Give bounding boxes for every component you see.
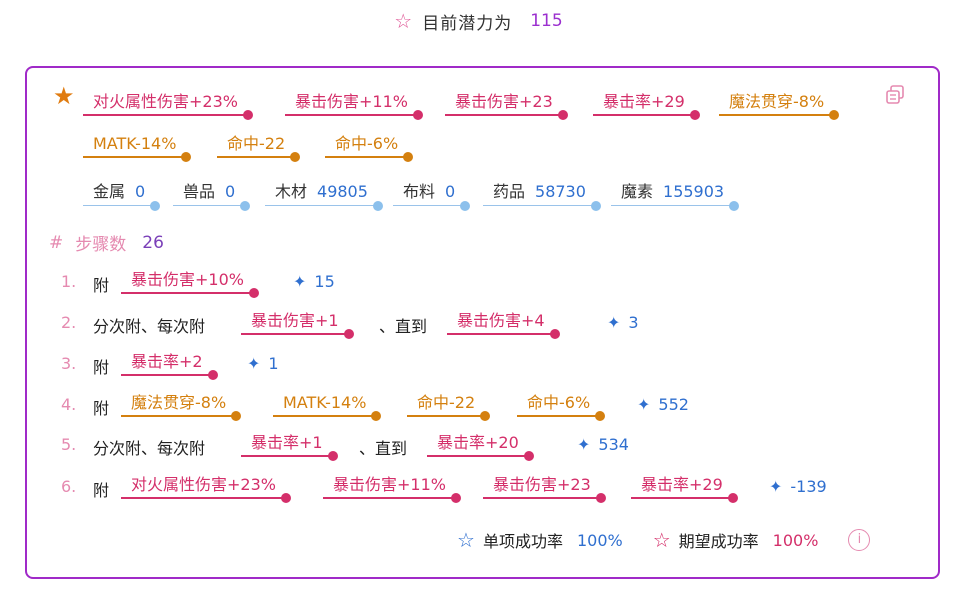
steps-header: # 步骤数 26: [49, 230, 164, 256]
copy-icon[interactable]: [884, 84, 906, 106]
step-tag[interactable]: 魔法贯穿-8%: [121, 391, 242, 421]
star-outline-icon: ☆: [652, 528, 671, 552]
step-index: 2.: [61, 313, 77, 332]
step-index: 3.: [61, 354, 77, 373]
expected-rate-value: 100%: [772, 530, 819, 550]
step-tag[interactable]: MATK-14%: [273, 391, 382, 421]
success-rate-footer: ☆ 单项成功率 100% ☆ 期望成功率 100% i: [457, 528, 871, 552]
step-tag[interactable]: 暴击伤害+4: [447, 309, 560, 339]
target-tag[interactable]: 命中-22: [217, 132, 301, 162]
step-tag[interactable]: 对火属性伤害+23%: [121, 473, 291, 503]
step-action: 附: [93, 399, 110, 418]
star-outline-icon: ☆: [394, 9, 413, 33]
step-tag[interactable]: 暴击率+2: [121, 350, 218, 380]
step-tag[interactable]: 暴击率+1: [241, 431, 338, 461]
step-row: 2. 分次附、每次附 暴击伤害+1 、直到 暴击伤害+4 ✦3: [61, 309, 921, 339]
sparkle-icon: ✦: [247, 354, 261, 373]
single-rate-value: 100%: [576, 530, 623, 550]
step-index: 5.: [61, 435, 77, 454]
filled-star-icon[interactable]: ★: [53, 82, 75, 110]
step-potential: ✦15: [293, 272, 335, 291]
step-tag[interactable]: 暴击率+20: [427, 431, 534, 461]
step-row: 5. 分次附、每次附 暴击率+1 、直到 暴击率+20 ✦534: [61, 431, 921, 461]
step-tag[interactable]: 暴击伤害+10%: [121, 268, 259, 298]
star-outline-icon: ☆: [457, 528, 475, 552]
step-row: 3. 附 暴击率+2 ✦1: [61, 350, 921, 380]
step-potential: ✦534: [577, 435, 629, 454]
step-index: 1.: [61, 272, 77, 291]
hash-icon: #: [49, 232, 64, 253]
step-until: 、直到: [359, 439, 408, 458]
step-tag[interactable]: 暴击伤害+1: [241, 309, 354, 339]
step-row: 6. 附 对火属性伤害+23% 暴击伤害+11% 暴击伤害+23 暴击率+29 …: [61, 473, 921, 503]
target-tag[interactable]: 对火属性伤害+23%: [83, 90, 253, 120]
expected-rate-label: 期望成功率: [678, 532, 759, 551]
step-index: 4.: [61, 395, 77, 414]
steps-label: 步骤数: [75, 235, 127, 255]
step-action: 分次附、每次附: [93, 439, 206, 458]
sparkle-icon: ✦: [607, 313, 621, 332]
sparkle-icon: ✦: [293, 272, 307, 291]
step-action: 分次附、每次附: [93, 317, 206, 336]
result-panel: ★ 对火属性伤害+23% 暴击伤害+11% 暴击伤害+23 暴击率+29 魔法贯…: [25, 66, 940, 579]
target-tag[interactable]: 暴击率+29: [593, 90, 700, 120]
single-rate-label: 单项成功率: [482, 532, 563, 551]
potential-value: 115: [530, 11, 563, 31]
step-action: 附: [93, 481, 110, 500]
step-potential: ✦1: [247, 354, 279, 373]
step-until: 、直到: [379, 317, 428, 336]
step-tag[interactable]: 暴击伤害+23: [483, 473, 606, 503]
target-tag[interactable]: 暴击伤害+11%: [285, 90, 423, 120]
sparkle-icon: ✦: [769, 477, 783, 496]
step-row: 4. 附 魔法贯穿-8% MATK-14% 命中-22 命中-6% ✦552: [61, 391, 921, 421]
step-index: 6.: [61, 477, 77, 496]
sparkle-icon: ✦: [577, 435, 591, 454]
step-tag[interactable]: 暴击伤害+11%: [323, 473, 461, 503]
step-tag[interactable]: 命中-22: [407, 391, 491, 421]
step-tag[interactable]: 命中-6%: [517, 391, 606, 421]
potential-header: ☆ 目前潜力为 115: [0, 8, 957, 34]
target-tag[interactable]: MATK-14%: [83, 132, 192, 162]
step-action: 附: [93, 276, 110, 295]
step-row: 1. 附 暴击伤害+10% ✦15: [61, 268, 921, 298]
target-tag[interactable]: 命中-6%: [325, 132, 414, 162]
step-potential: ✦-139: [769, 477, 827, 496]
step-potential: ✦3: [607, 313, 639, 332]
step-action: 附: [93, 358, 110, 377]
target-tag[interactable]: 暴击伤害+23: [445, 90, 568, 120]
info-icon[interactable]: i: [848, 529, 871, 551]
steps-count: 26: [142, 232, 164, 253]
sparkle-icon: ✦: [637, 395, 651, 414]
potential-label: 目前潜力为: [422, 13, 513, 34]
target-tag[interactable]: 魔法贯穿-8%: [719, 90, 840, 120]
step-potential: ✦552: [637, 395, 689, 414]
step-tag[interactable]: 暴击率+29: [631, 473, 738, 503]
